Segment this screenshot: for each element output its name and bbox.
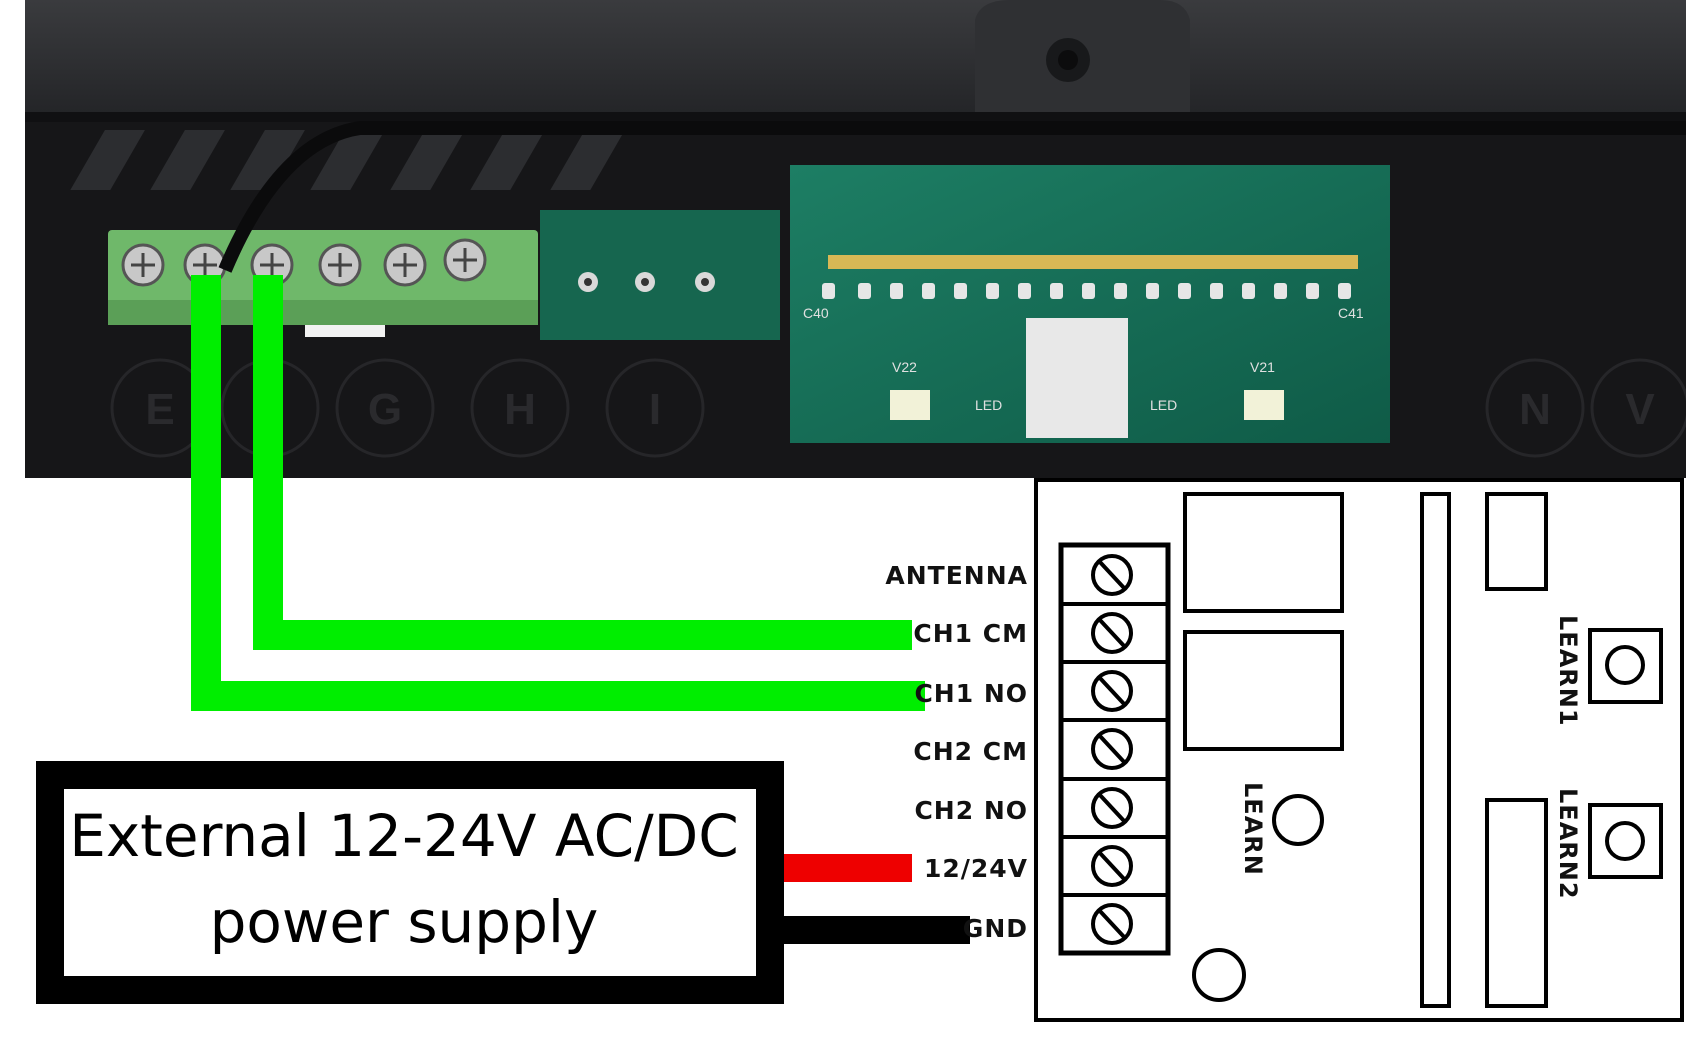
relay-2 [1183,630,1344,751]
pcb-chip [1026,318,1128,438]
board-hole-icon [1192,948,1246,1002]
screw-terminal-block [108,230,538,337]
terminal-screw-icon [1091,554,1133,596]
wire-ch1-no [191,275,925,711]
power-supply-line1: External 12-24V AC/DC [69,802,739,870]
pcb-mark-c41: C41 [1338,305,1364,321]
terminal-screw-icon [1091,903,1133,945]
label-ch2-cm: CH2 CM [913,737,1028,766]
led-right-icon [1244,390,1284,420]
pcb-mark-led-right: LED [1150,397,1177,413]
receiver-board: ANTENNA CH1 CM CH1 NO CH2 CM CH2 NO 12/2… [885,478,1684,1022]
board-component-2 [1485,798,1548,1008]
device-photo: V22 V21 LED LED C40 C41 E F G H I N V [25,0,1686,478]
board-component [1485,492,1548,591]
emboss-letter-n: N [1519,385,1551,434]
label-ch1-no: CH1 NO [914,679,1028,708]
emboss-letter-v: V [1625,385,1655,434]
vent-slots [70,130,625,190]
relay-1 [1183,492,1344,613]
wires [191,275,970,944]
learn-button[interactable] [1272,794,1324,846]
learn2-button[interactable] [1605,821,1645,861]
terminal-screw-icon [1091,845,1133,887]
pcb-mark-c40: C40 [803,305,829,321]
label-ch2-no: CH2 NO [914,796,1028,825]
terminal-screw-icon [1091,612,1133,654]
terminal-screw-icon [1091,787,1133,829]
learn1-label: LEARN1 [1554,615,1582,727]
emboss-letter-e: E [145,385,174,434]
receiver-screws [1091,554,1133,945]
learn-label: LEARN [1239,782,1267,876]
board-strip [1420,492,1451,1008]
terminal-screw-icon [1091,728,1133,770]
emboss-letter-i: I [649,385,661,434]
label-12-24v: 12/24V [924,854,1028,883]
label-gnd: GND [963,914,1028,943]
pcb-mark-v22: V22 [892,359,917,375]
label-ch1-cm: CH1 CM [913,619,1028,648]
emboss-letter-g: G [368,385,402,434]
terminal-screw-icon [1091,670,1133,712]
pcb-mark-led-left: LED [975,397,1002,413]
terminal-labels: ANTENNA CH1 CM CH1 NO CH2 CM CH2 NO 12/2… [885,561,1028,943]
pcb-left [540,210,780,340]
power-supply-box: External 12-24V AC/DC power supply [36,761,784,1004]
learn1-button[interactable] [1605,645,1645,685]
cable [218,121,1686,273]
power-supply-line2: power supply [210,888,599,956]
wire-ch1-cm [253,275,912,650]
label-antenna: ANTENNA [885,561,1028,590]
emboss-letter-h: H [504,385,536,434]
pcb-mark-v21: V21 [1250,359,1275,375]
learn2-label: LEARN2 [1554,788,1582,900]
pcb-pads [822,283,1351,299]
led-left-icon [890,390,930,420]
